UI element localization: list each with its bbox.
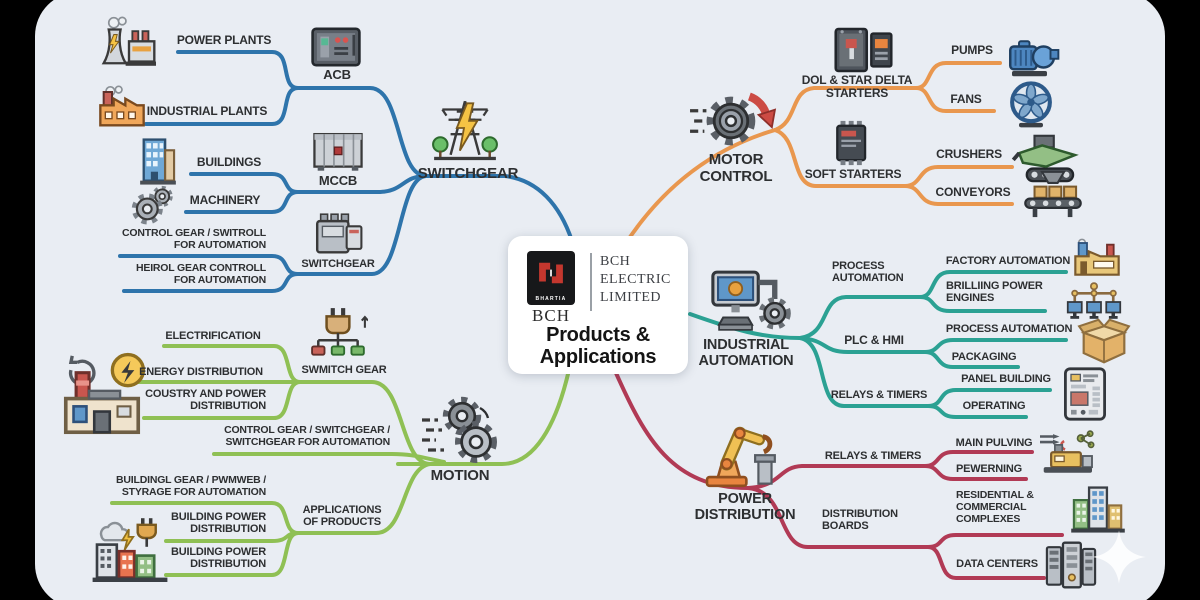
- power-plant-icon: [98, 16, 160, 70]
- sub-process-automation: PROCESS AUTOMATION: [832, 260, 904, 285]
- hmi-panel-icon: [1062, 366, 1108, 422]
- card-divider: [590, 253, 592, 311]
- sub-plc-hmi: PLC & HMI: [844, 333, 904, 347]
- plug-distribution-icon: [310, 306, 368, 362]
- leaf-factory-automation: FACTORY AUTOMATION: [945, 255, 1071, 267]
- fan-icon: [1006, 80, 1056, 128]
- leaf-data-centers: DATA CENTERS: [956, 558, 1038, 570]
- leaf-main-pulving: MAIN PULVING: [955, 437, 1033, 449]
- company-name: BCH ELECTRIC LIMITED: [600, 254, 671, 306]
- monitor-gear-icon: [708, 268, 792, 334]
- node-switchgear: SWITCHGEAR: [417, 165, 519, 182]
- product-acb: ACB: [323, 67, 351, 82]
- sub-control-gear-switchgear: CONTROL GEAR / SWITCHGEAR / SWITCHGEAR F…: [224, 424, 390, 448]
- node-industrial-automation: INDUSTRIAL AUTOMATION: [698, 337, 794, 369]
- product-switchgear: SWITCHGEAR: [301, 258, 375, 270]
- pump-icon: [1006, 36, 1060, 78]
- leaf-building-power-2: BUILDING POWER DISTRIBUTION: [171, 546, 266, 571]
- logo-bch-text: BCH: [532, 306, 570, 325]
- industrial-plant-icon: [97, 84, 147, 130]
- energy-factory-icon: [58, 352, 146, 440]
- leaf-heirol-gear: HEIROL GEAR CONTROLL FOR AUTOMATION: [136, 262, 266, 286]
- leaf-pumps: PUMPS: [951, 43, 993, 57]
- leaf-buildingl-gear: BUILDINGL GEAR / PWMWEB / STYRAGE FOR AU…: [116, 474, 266, 498]
- machinery-gears-icon: [128, 183, 176, 227]
- center-card: BHARTIA BCH BCH ELECTRIC LIMITED Product…: [508, 236, 688, 374]
- soft-starter-icon: [834, 120, 870, 166]
- factory-automation-icon: [1070, 238, 1124, 278]
- leaf-industrial-plants: INDUSTRIAL PLANTS: [146, 104, 268, 118]
- sub-relays-timers-1: RELAYS & TIMERS: [830, 389, 928, 401]
- leaf-process-automation-2: PROCESS AUTOMATION: [945, 323, 1073, 335]
- open-box-icon: [1076, 318, 1132, 366]
- node-power-distribution: POWER DISTRIBUTION: [694, 491, 796, 523]
- page-title: Products & Applications: [539, 324, 657, 368]
- mccb-cabinet-icon: [312, 130, 364, 174]
- sub-soft-starters: SOFT STARTERS: [804, 167, 902, 181]
- leaf-brilliing-power: BRILLIING POWER ENGINES: [946, 280, 1043, 305]
- sub-distribution-boards: DISTRIBUTION BOARDS: [822, 508, 898, 533]
- leaf-residential-commercial: RESIDENTIAL & COMMERCIAL COMPLEXES: [956, 489, 1034, 525]
- bch-logo-emblem: [539, 262, 563, 284]
- leaf-energy-distribution: ENERGY DISTRIBUTION: [139, 366, 263, 378]
- buildings-complex-icon: [1070, 484, 1126, 534]
- dol-starter-icon: [833, 26, 895, 74]
- leaf-coustry-power: COUSTRY AND POWER DISTRIBUTION: [145, 388, 266, 413]
- leaf-conveyors: CONVEYORS: [935, 185, 1011, 199]
- product-mccb: MCCB: [318, 173, 358, 188]
- leaf-power-plants: POWER PLANTS: [176, 33, 272, 47]
- leaf-fans: FANS: [950, 92, 982, 106]
- sub-applications-of-products: APPLICATIONS OF PRODUCTS: [302, 504, 382, 529]
- network-terminals-icon: [1064, 281, 1124, 323]
- acb-breaker-icon: [310, 26, 362, 68]
- motor-gear-arrow-icon: [688, 90, 778, 152]
- robot-arm-icon: [702, 418, 782, 488]
- node-motor-control: MOTOR CONTROL: [699, 151, 773, 185]
- leaf-crushers: CRUSHERS: [936, 147, 1002, 161]
- logo-brand-text: BHARTIA: [535, 296, 567, 302]
- motion-gears-icon: [418, 396, 498, 464]
- conveyor-icon: [1020, 170, 1086, 218]
- transmission-tower-icon: [430, 92, 500, 164]
- leaf-control-gear-switroll: CONTROL GEAR / SWITROLL FOR AUTOMATION: [122, 227, 266, 251]
- leaf-pewerning: PEWERNING: [955, 463, 1023, 475]
- contactor-icon: [312, 212, 364, 258]
- leaf-machinery: MACHINERY: [189, 193, 261, 207]
- sub-swmitch-gear: SWMITCH GEAR: [301, 364, 387, 376]
- building-icon: [137, 136, 179, 186]
- node-motion: MOTION: [430, 467, 490, 484]
- leaf-buildings: BUILDINGS: [196, 155, 262, 169]
- bch-logo: BHARTIA: [527, 251, 575, 305]
- leaf-packaging: PACKAGING: [951, 351, 1017, 363]
- machine-arrows-icon: [1036, 430, 1096, 482]
- leaf-operating: OPERATING: [962, 400, 1026, 412]
- sparkle-icon: [1090, 528, 1148, 586]
- sub-dol-star-delta: DOL & STAR DELTA STARTERS: [801, 73, 913, 101]
- city-power-icon: [92, 516, 168, 582]
- leaf-electrification: ELECTRIFICATION: [165, 330, 261, 342]
- leaf-building-power-1: BUILDING POWER DISTRIBUTION: [171, 511, 266, 536]
- sub-relays-timers-2: RELAYS & TIMERS: [824, 450, 922, 462]
- leaf-panel-building: PANEL BUILDING: [961, 373, 1051, 385]
